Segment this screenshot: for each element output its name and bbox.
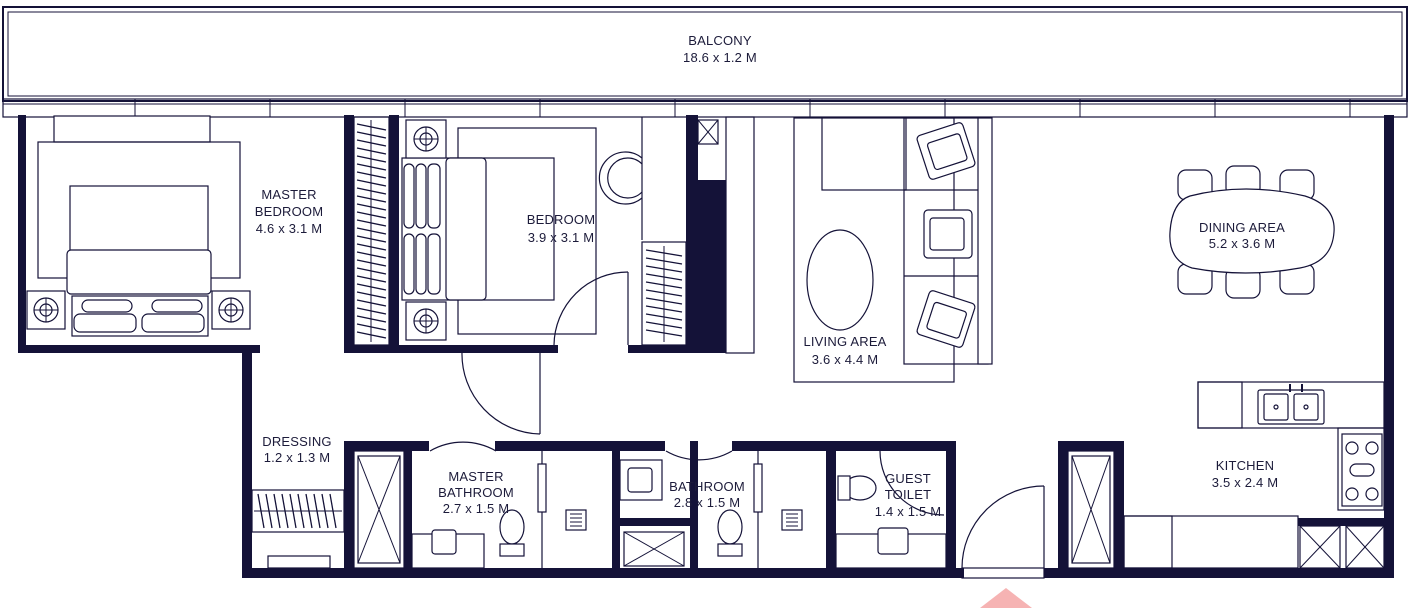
wardrobe-bedroom (641, 241, 687, 346)
dining-area-name: DINING AREA (1199, 220, 1285, 235)
dining-table (1169, 165, 1335, 299)
dressing-name: DRESSING (262, 434, 332, 449)
bedroom-bed (401, 127, 597, 335)
living-rug (806, 229, 874, 331)
master-bathroom-size: 2.7 x 1.5 M (443, 501, 510, 516)
balcony (2, 6, 1408, 118)
master-bedroom-name-2: BEDROOM (255, 204, 324, 219)
kitchen-lower-counter (1123, 515, 1385, 569)
bathroom-size: 2.8 x 1.5 M (674, 495, 741, 510)
kitchen-counter (1197, 381, 1385, 511)
living-sofa (793, 117, 993, 383)
bedroom-name: BEDROOM (527, 212, 596, 227)
bedroom-nightstand-top-icon (405, 119, 447, 159)
balcony-name: BALCONY (688, 33, 752, 48)
master-bathroom-name-2: BATHROOM (438, 485, 514, 500)
bedroom-nightstand-bottom-icon (405, 301, 447, 341)
master-nightstand-left-icon (26, 290, 66, 330)
dressing-shaft-icon (353, 450, 405, 569)
master-bath-fixtures (411, 441, 587, 569)
master-bedroom-size: 4.6 x 3.1 M (256, 221, 323, 236)
entrance-door (961, 485, 1045, 579)
master-bedroom-name-1: MASTER (261, 187, 316, 202)
dressing-shelf (251, 489, 345, 569)
walls (18, 115, 1394, 578)
shaft-top-icon (697, 116, 755, 354)
kitchen-name: KITCHEN (1216, 458, 1274, 473)
cooktop-icon (1341, 433, 1383, 507)
bedroom-desk-chair (598, 117, 643, 240)
kitchen-size: 3.5 x 2.4 M (1212, 475, 1279, 490)
bedroom-door (553, 271, 629, 346)
master-nightstand-right-icon (211, 290, 251, 330)
bedroom-size: 3.9 x 3.1 M (528, 230, 595, 245)
dining-area-size: 5.2 x 3.6 M (1209, 236, 1276, 251)
master-bathroom-name-1: MASTER (448, 469, 503, 484)
armchair-icon (916, 122, 976, 348)
entrance-arrow-icon (980, 588, 1032, 608)
guest-toilet-size: 1.4 x 1.5 M (875, 504, 942, 519)
guest-toilet-fixtures (835, 450, 947, 569)
living-area-size: 3.6 x 4.4 M (812, 352, 879, 367)
bathroom-fixtures (619, 450, 803, 568)
living-area-name: LIVING AREA (803, 334, 886, 349)
kitchen-shaft-icon (1067, 450, 1115, 569)
bathroom-name: BATHROOM (669, 479, 745, 494)
guest-toilet-name-1: GUEST (885, 471, 931, 486)
balcony-size: 18.6 x 1.2 M (683, 50, 757, 65)
wardrobe-master (353, 116, 390, 346)
dressing-size: 1.2 x 1.3 M (264, 450, 331, 465)
master-door (461, 351, 541, 435)
master-bed (37, 115, 241, 337)
guest-toilet-name-2: TOILET (885, 487, 931, 502)
